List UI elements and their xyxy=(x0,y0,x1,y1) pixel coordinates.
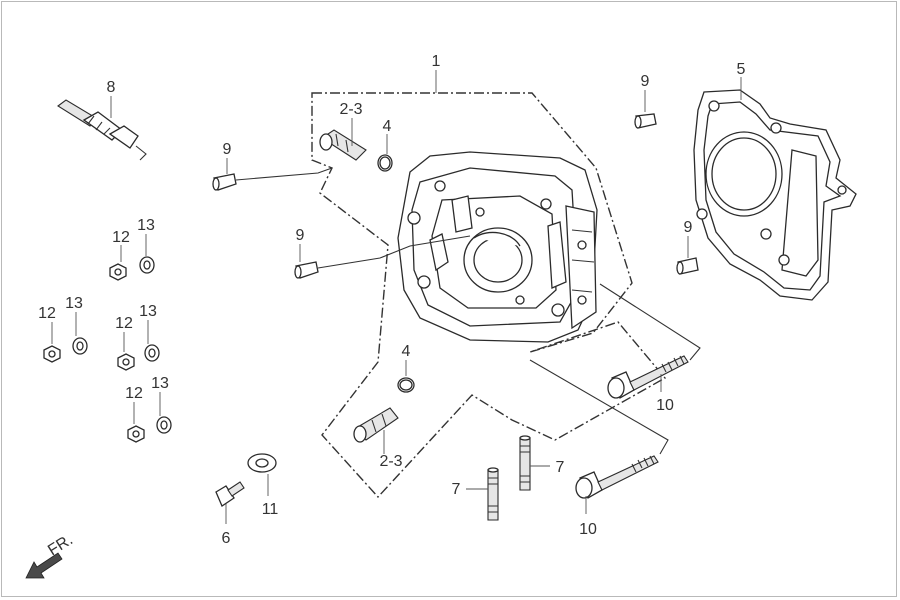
nut-12-c xyxy=(117,332,135,371)
cylinder-head-assembly-outline xyxy=(311,70,667,499)
callout-2-3-bottom: 2-3 xyxy=(379,453,402,470)
callout-9-c: 9 xyxy=(641,73,650,90)
long-bolt-upper xyxy=(599,283,701,399)
o-ring-top xyxy=(377,134,393,172)
callout-4-top: 4 xyxy=(383,118,392,135)
front-direction-indicator: FR. xyxy=(25,531,76,579)
washer-13-c xyxy=(144,320,160,362)
callout-11: 11 xyxy=(262,501,279,518)
callout-13-a: 13 xyxy=(137,217,155,234)
callout-9-b: 9 xyxy=(296,227,305,244)
front-label: FR. xyxy=(45,531,76,559)
callout-5: 5 xyxy=(737,61,746,78)
callout-12-d: 12 xyxy=(125,385,143,402)
spark-plug xyxy=(57,96,147,161)
callout-9-d: 9 xyxy=(684,219,693,236)
dowel-pin-a xyxy=(212,158,333,191)
dowel-pin-c xyxy=(634,90,657,129)
valve-guide-top xyxy=(319,118,367,161)
callout-12-a: 12 xyxy=(112,229,130,246)
callout-7-left: 7 xyxy=(452,481,461,498)
head-gasket xyxy=(693,77,857,301)
dowel-pin-d xyxy=(676,236,699,275)
callout-2-3-top: 2-3 xyxy=(339,101,362,118)
washer-13-d xyxy=(156,392,172,434)
cylinder-head xyxy=(397,151,598,343)
callout-7-right: 7 xyxy=(556,459,565,476)
callout-8: 8 xyxy=(107,79,116,96)
callout-12-b: 12 xyxy=(38,305,56,322)
callout-10-lower: 10 xyxy=(579,521,597,538)
o-ring-bottom xyxy=(397,360,415,393)
dowel-pin-b xyxy=(294,235,471,279)
stud-right xyxy=(519,435,550,491)
small-bolt xyxy=(215,481,245,524)
washer-11 xyxy=(247,453,277,496)
arrow-down-left-icon xyxy=(25,552,63,579)
callout-13-c: 13 xyxy=(139,303,157,320)
stud-left xyxy=(466,467,499,521)
callout-9-a: 9 xyxy=(223,141,232,158)
callout-10-upper: 10 xyxy=(656,397,674,414)
nut-12-d xyxy=(127,402,145,443)
washer-13-b xyxy=(72,312,88,355)
callout-13-d: 13 xyxy=(151,375,169,392)
long-bolt-lower xyxy=(529,359,669,514)
callout-13-b: 13 xyxy=(65,295,83,312)
valve-guide-bottom xyxy=(353,407,399,454)
callout-1: 1 xyxy=(432,53,441,70)
callout-4-bottom: 4 xyxy=(402,343,411,360)
nut-12-a xyxy=(109,245,127,281)
callout-12-c: 12 xyxy=(115,315,133,332)
callout-6: 6 xyxy=(222,530,231,547)
washer-13-a xyxy=(139,234,155,274)
nut-12-b xyxy=(43,322,61,363)
